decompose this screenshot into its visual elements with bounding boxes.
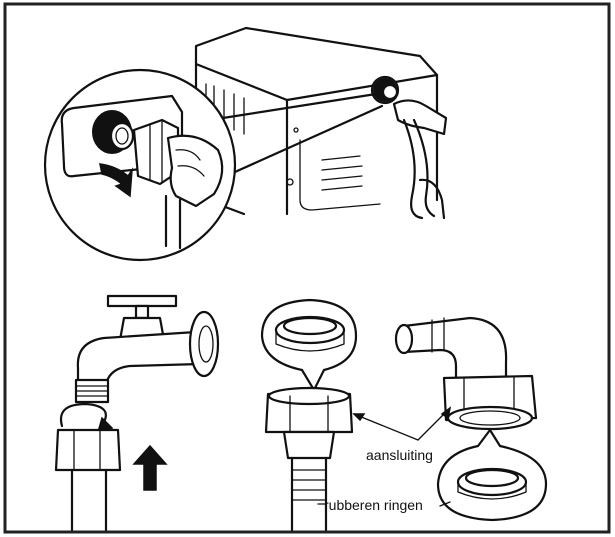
water-tap (54, 294, 220, 532)
rubber-rings-label: rubberen ringen (324, 497, 423, 513)
rotate-arrow-icon (59, 402, 107, 428)
diagram-border (3, 2, 611, 534)
arrow-icon (99, 163, 133, 198)
arrow-up-icon (132, 444, 168, 491)
elbow-fitting (394, 316, 548, 522)
connection-label: aansluiting (366, 447, 433, 463)
zoom-leader-lines (208, 92, 384, 178)
zoom-inset (43, 68, 237, 262)
label-connection: aansluiting (352, 406, 452, 463)
label-rubber-rings: rubberen ringen (317, 497, 451, 513)
washing-machine (170, 26, 448, 246)
hose-end-fitting (260, 298, 358, 532)
